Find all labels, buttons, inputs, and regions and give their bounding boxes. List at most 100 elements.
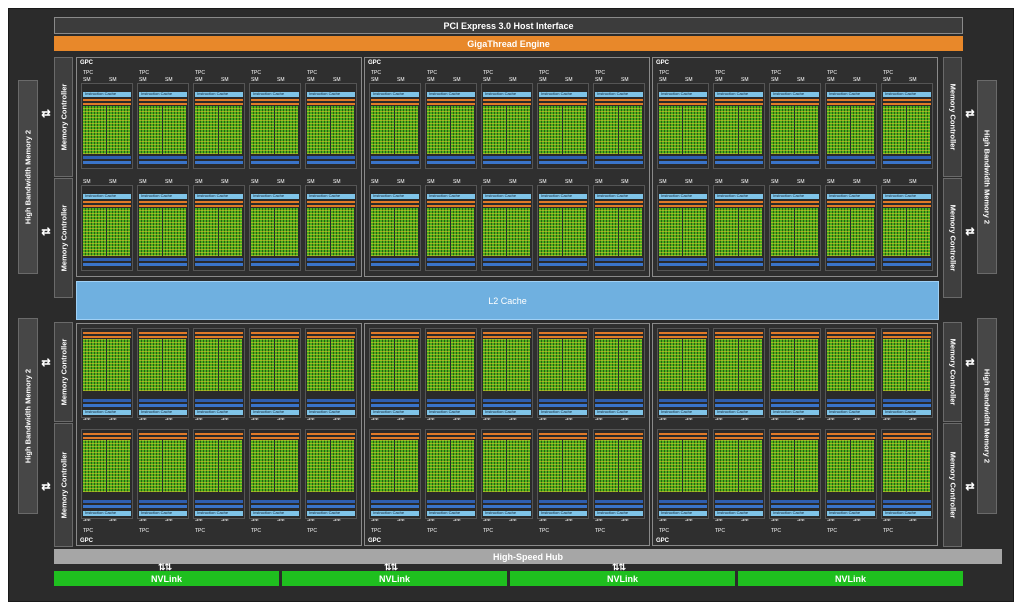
l1-cache	[715, 500, 763, 503]
sm-label: SM	[539, 77, 547, 83]
tpc-label: TPC	[307, 70, 317, 76]
sm-unit: Instruction Cache	[537, 328, 589, 418]
instruction-cache-label: Instruction Cache	[541, 91, 573, 96]
l1-cache	[659, 258, 707, 261]
tpc-label: TPC	[659, 528, 669, 534]
register-file	[827, 205, 875, 207]
warp-scheduler	[539, 332, 587, 334]
sm-label: SM	[371, 416, 379, 422]
tex-units	[251, 263, 299, 266]
register-file	[771, 336, 819, 338]
instruction-cache: Instruction Cache	[883, 193, 931, 199]
tpc-label: TPC	[771, 70, 781, 76]
core-rows	[451, 106, 474, 154]
register-file	[883, 336, 931, 338]
instruction-cache: Instruction Cache	[251, 510, 299, 516]
sm-label: SM	[371, 179, 379, 185]
tpc-label: TPC	[483, 70, 493, 76]
instruction-cache-label: Instruction Cache	[717, 510, 749, 515]
core-grid	[683, 440, 706, 492]
sm-unit: Instruction Cache	[81, 429, 133, 519]
l1-cache	[371, 399, 419, 402]
tex-units	[827, 263, 875, 266]
tex-units	[139, 263, 187, 266]
instruction-cache: Instruction Cache	[307, 510, 355, 516]
instruction-cache-label: Instruction Cache	[429, 193, 461, 198]
sm-label: SM	[827, 416, 835, 422]
core-rows	[507, 339, 530, 391]
warp-scheduler	[483, 433, 531, 435]
register-file	[483, 336, 531, 338]
register-file	[595, 336, 643, 338]
warp-scheduler	[539, 433, 587, 435]
core-grid	[851, 339, 874, 391]
instruction-cache-label: Instruction Cache	[373, 193, 405, 198]
l1-cache	[307, 156, 355, 159]
l1-cache	[595, 500, 643, 503]
instruction-cache: Instruction Cache	[771, 91, 819, 97]
nvlink-arrows-icon: ⇅⇅	[612, 562, 626, 572]
sm-label: SM	[797, 416, 805, 422]
core-grid	[539, 208, 562, 256]
sm-unit: Instruction Cache	[481, 429, 533, 519]
sm-unit: Instruction Cache	[713, 185, 765, 271]
instruction-cache-label: Instruction Cache	[885, 510, 917, 515]
warp-scheduler	[251, 433, 299, 435]
core-grid	[483, 339, 506, 391]
tex-units	[83, 404, 131, 407]
instruction-cache: Instruction Cache	[83, 510, 131, 516]
sm-label: SM	[595, 517, 603, 523]
instruction-cache: Instruction Cache	[251, 91, 299, 97]
sm-unit: Instruction Cache	[713, 328, 765, 418]
core-rows	[683, 339, 706, 391]
core-grid	[659, 208, 682, 256]
core-rows	[275, 440, 298, 492]
core-rows	[659, 440, 682, 492]
warp-scheduler	[139, 201, 187, 203]
instruction-cache: Instruction Cache	[139, 409, 187, 415]
core-grid	[539, 339, 562, 391]
core-grid	[307, 208, 330, 256]
core-rows	[139, 208, 162, 256]
core-grid	[619, 339, 642, 391]
core-grid	[371, 106, 394, 154]
l1-cache	[251, 156, 299, 159]
sm-label: SM	[853, 416, 861, 422]
core-grid	[595, 106, 618, 154]
instruction-cache: Instruction Cache	[83, 409, 131, 415]
core-rows	[827, 208, 850, 256]
tex-units	[539, 505, 587, 508]
tex-units	[659, 404, 707, 407]
sm-label: SM	[715, 416, 723, 422]
instruction-cache-label: Instruction Cache	[597, 409, 629, 414]
core-rows	[539, 208, 562, 256]
tpc-label: TPC	[251, 528, 261, 534]
instruction-cache: Instruction Cache	[427, 510, 475, 516]
sm-label: SM	[139, 416, 147, 422]
core-rows	[659, 208, 682, 256]
l1-cache	[483, 258, 531, 261]
core-rows	[163, 440, 186, 492]
warp-scheduler	[659, 332, 707, 334]
core-grid	[371, 208, 394, 256]
sm-label: SM	[453, 517, 461, 523]
core-rows	[371, 339, 394, 391]
sm-label: SM	[595, 416, 603, 422]
core-rows	[563, 208, 586, 256]
instruction-cache: Instruction Cache	[483, 409, 531, 415]
register-file	[195, 205, 243, 207]
instruction-cache: Instruction Cache	[771, 510, 819, 516]
tex-units	[251, 505, 299, 508]
core-rows	[595, 339, 618, 391]
hbm2-stack: High Bandwidth Memory 2	[977, 80, 997, 274]
instruction-cache-label: Instruction Cache	[885, 193, 917, 198]
register-file	[427, 205, 475, 207]
instruction-cache: Instruction Cache	[371, 510, 419, 516]
instruction-cache: Instruction Cache	[883, 510, 931, 516]
core-grid	[771, 106, 794, 154]
core-grid	[883, 339, 906, 391]
tex-units	[595, 505, 643, 508]
core-grid	[139, 440, 162, 492]
